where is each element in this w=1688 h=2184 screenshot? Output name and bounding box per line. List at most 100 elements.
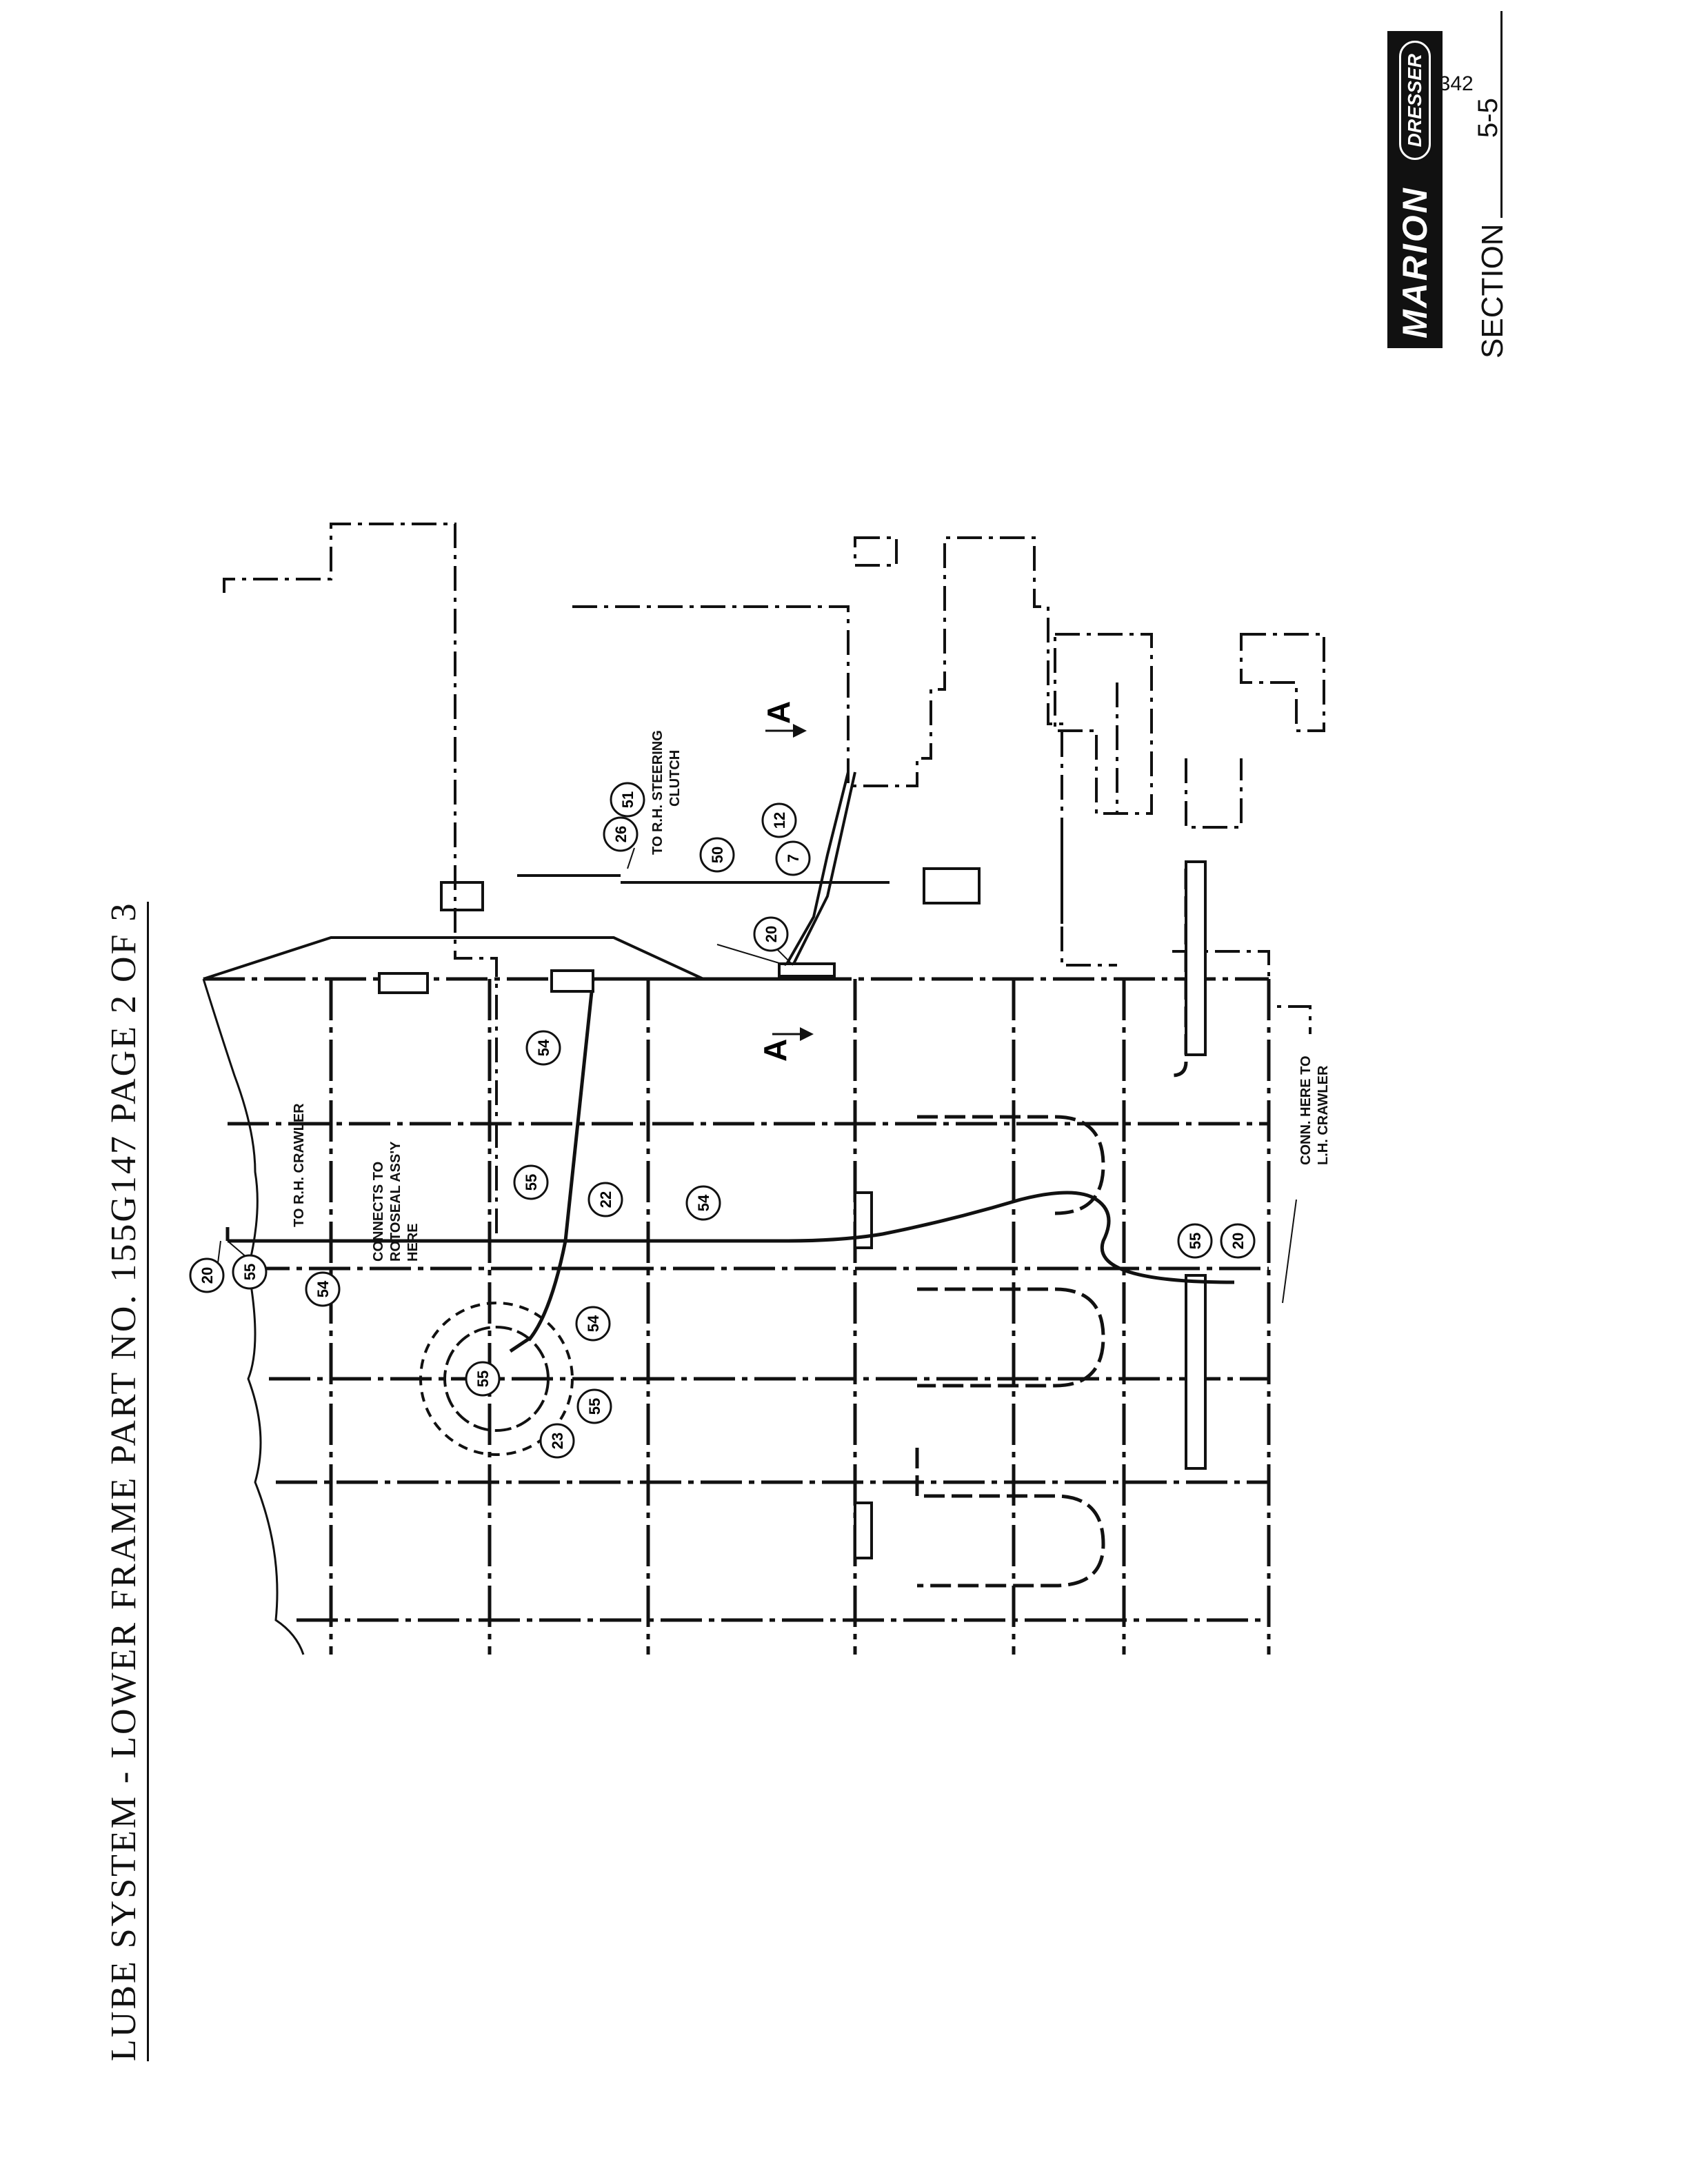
crawler-block-1 (1185, 860, 1207, 1056)
lube-line-54-riser (563, 978, 595, 1242)
note-steering-line-2: CLUTCH (667, 750, 683, 807)
rh-brackets (1061, 682, 1243, 967)
callout-label: 12 (771, 812, 788, 829)
line-12 (792, 771, 856, 966)
manifold-block (778, 962, 836, 978)
note-rotoseal-line-2: ROTOSEAL ASS'Y (388, 1141, 403, 1262)
callout-label: 55 (1187, 1233, 1204, 1249)
crawler-blocks (854, 860, 1207, 1559)
callout-circle (610, 782, 645, 818)
callout-label: 54 (535, 1039, 552, 1056)
leader-c26 (627, 847, 635, 869)
rotoseal-assembly (419, 1302, 574, 1456)
leader-lh (1282, 1199, 1297, 1304)
callout-circle (775, 840, 811, 876)
rotoseal-inner-ring (443, 1326, 550, 1432)
callout-circle (587, 1182, 623, 1217)
lube-lines (225, 977, 1235, 1353)
callout-circle (1220, 1223, 1256, 1259)
callout-label: 54 (695, 1194, 712, 1211)
crawler-block-4 (854, 1502, 873, 1559)
callout-label: 23 (549, 1433, 566, 1449)
callout-circle (753, 916, 789, 952)
callout-circle (305, 1271, 341, 1307)
loop-4 (1172, 869, 1188, 1078)
callout-54: 54 (575, 1306, 611, 1342)
loop-1 (917, 1115, 1105, 1215)
callout-55: 55 (232, 1254, 268, 1290)
callout-label: 50 (709, 847, 726, 863)
note-lh-crawler-line-2: L.H. CRAWLER (1316, 1065, 1331, 1165)
callout-54: 54 (525, 1030, 561, 1066)
manifold (378, 867, 981, 994)
callout-circle (189, 1257, 225, 1293)
section-markers: A A (757, 701, 814, 1062)
callout-label: 7 (785, 854, 802, 862)
lube-line-54-main (228, 1191, 1235, 1284)
callout-55: 55 (1177, 1223, 1213, 1259)
note-rotoseal-line-3: HERE (405, 1223, 421, 1262)
callout-51: 51 (610, 782, 645, 818)
callout-26: 26 (603, 816, 639, 852)
callout-circle (1177, 1223, 1213, 1259)
frame-break-line (202, 978, 305, 1655)
callout-label: 26 (612, 826, 630, 842)
callout-label: 20 (1229, 1233, 1247, 1249)
rh-valve-block (923, 867, 981, 904)
leader-c55e (716, 944, 787, 966)
line-50-fittings (440, 874, 621, 911)
diagram-notes: TO R.H. CRAWLER CONNECTS TO ROTOSEAL ASS… (292, 730, 1331, 1262)
note-lh-crawler-line-1: CONN. HERE TO (1298, 1055, 1314, 1165)
callout-circle (232, 1254, 268, 1290)
steering-lines (440, 771, 890, 966)
callout-12: 12 (761, 802, 797, 838)
callout-label: 20 (763, 926, 780, 942)
section-marker-bottom: A (757, 1039, 793, 1062)
loop-3 (915, 1448, 1105, 1588)
callout-label: 51 (619, 791, 636, 808)
note-steering-line-1: TO R.H. STEERING (650, 730, 665, 855)
lube-line-54-rotoseal (509, 1240, 567, 1353)
callout-label: 55 (474, 1371, 492, 1387)
callout-circle (761, 802, 797, 838)
section-marker-top: A (761, 701, 796, 724)
callout-circle (575, 1306, 611, 1342)
rotoseal-outer-ring (419, 1302, 574, 1456)
callout-label: 55 (586, 1398, 603, 1415)
note-rh-crawler: TO R.H. CRAWLER (292, 1103, 307, 1227)
upper-bracket (854, 536, 898, 567)
rh-housing-small (1240, 633, 1325, 732)
callout-55: 55 (576, 1388, 612, 1424)
crawler-loops (915, 869, 1188, 1588)
callout-circle (603, 816, 639, 852)
callout-20: 20 (753, 916, 789, 952)
crawler-block-2 (1185, 1274, 1207, 1470)
rh-housing (1054, 633, 1153, 815)
steering-case-outline (572, 536, 1063, 924)
callout-label: 20 (199, 1267, 216, 1284)
callout-7: 7 (775, 840, 811, 876)
callout-label: 55 (523, 1174, 540, 1191)
callout-55: 55 (465, 1361, 501, 1397)
callout-label: 22 (597, 1191, 614, 1208)
crawler-block-3 (854, 1191, 873, 1249)
callout-54: 54 (685, 1185, 721, 1221)
note-rotoseal-line-1: CONNECTS TO (371, 1162, 386, 1262)
callout-label: 55 (241, 1264, 259, 1280)
callout-50: 50 (699, 837, 735, 873)
left-fitting-block (378, 972, 429, 994)
callout-20: 20 (1220, 1223, 1256, 1259)
loop-2 (917, 1287, 1105, 1388)
callout-54: 54 (305, 1271, 341, 1307)
upper-frame-outline (223, 523, 498, 1241)
line-7 (785, 771, 850, 966)
upper-fitting-block (550, 969, 594, 993)
callout-22: 22 (587, 1182, 623, 1217)
callout-circle (525, 1030, 561, 1066)
callout-23: 23 (539, 1423, 575, 1459)
callout-20: 20 (189, 1257, 225, 1293)
callout-group: 20 55 54 55 22 54 54 54 55 23 55 20 55 20 7 12 50 26 51 (189, 782, 1256, 1459)
callout-circle (576, 1388, 612, 1424)
